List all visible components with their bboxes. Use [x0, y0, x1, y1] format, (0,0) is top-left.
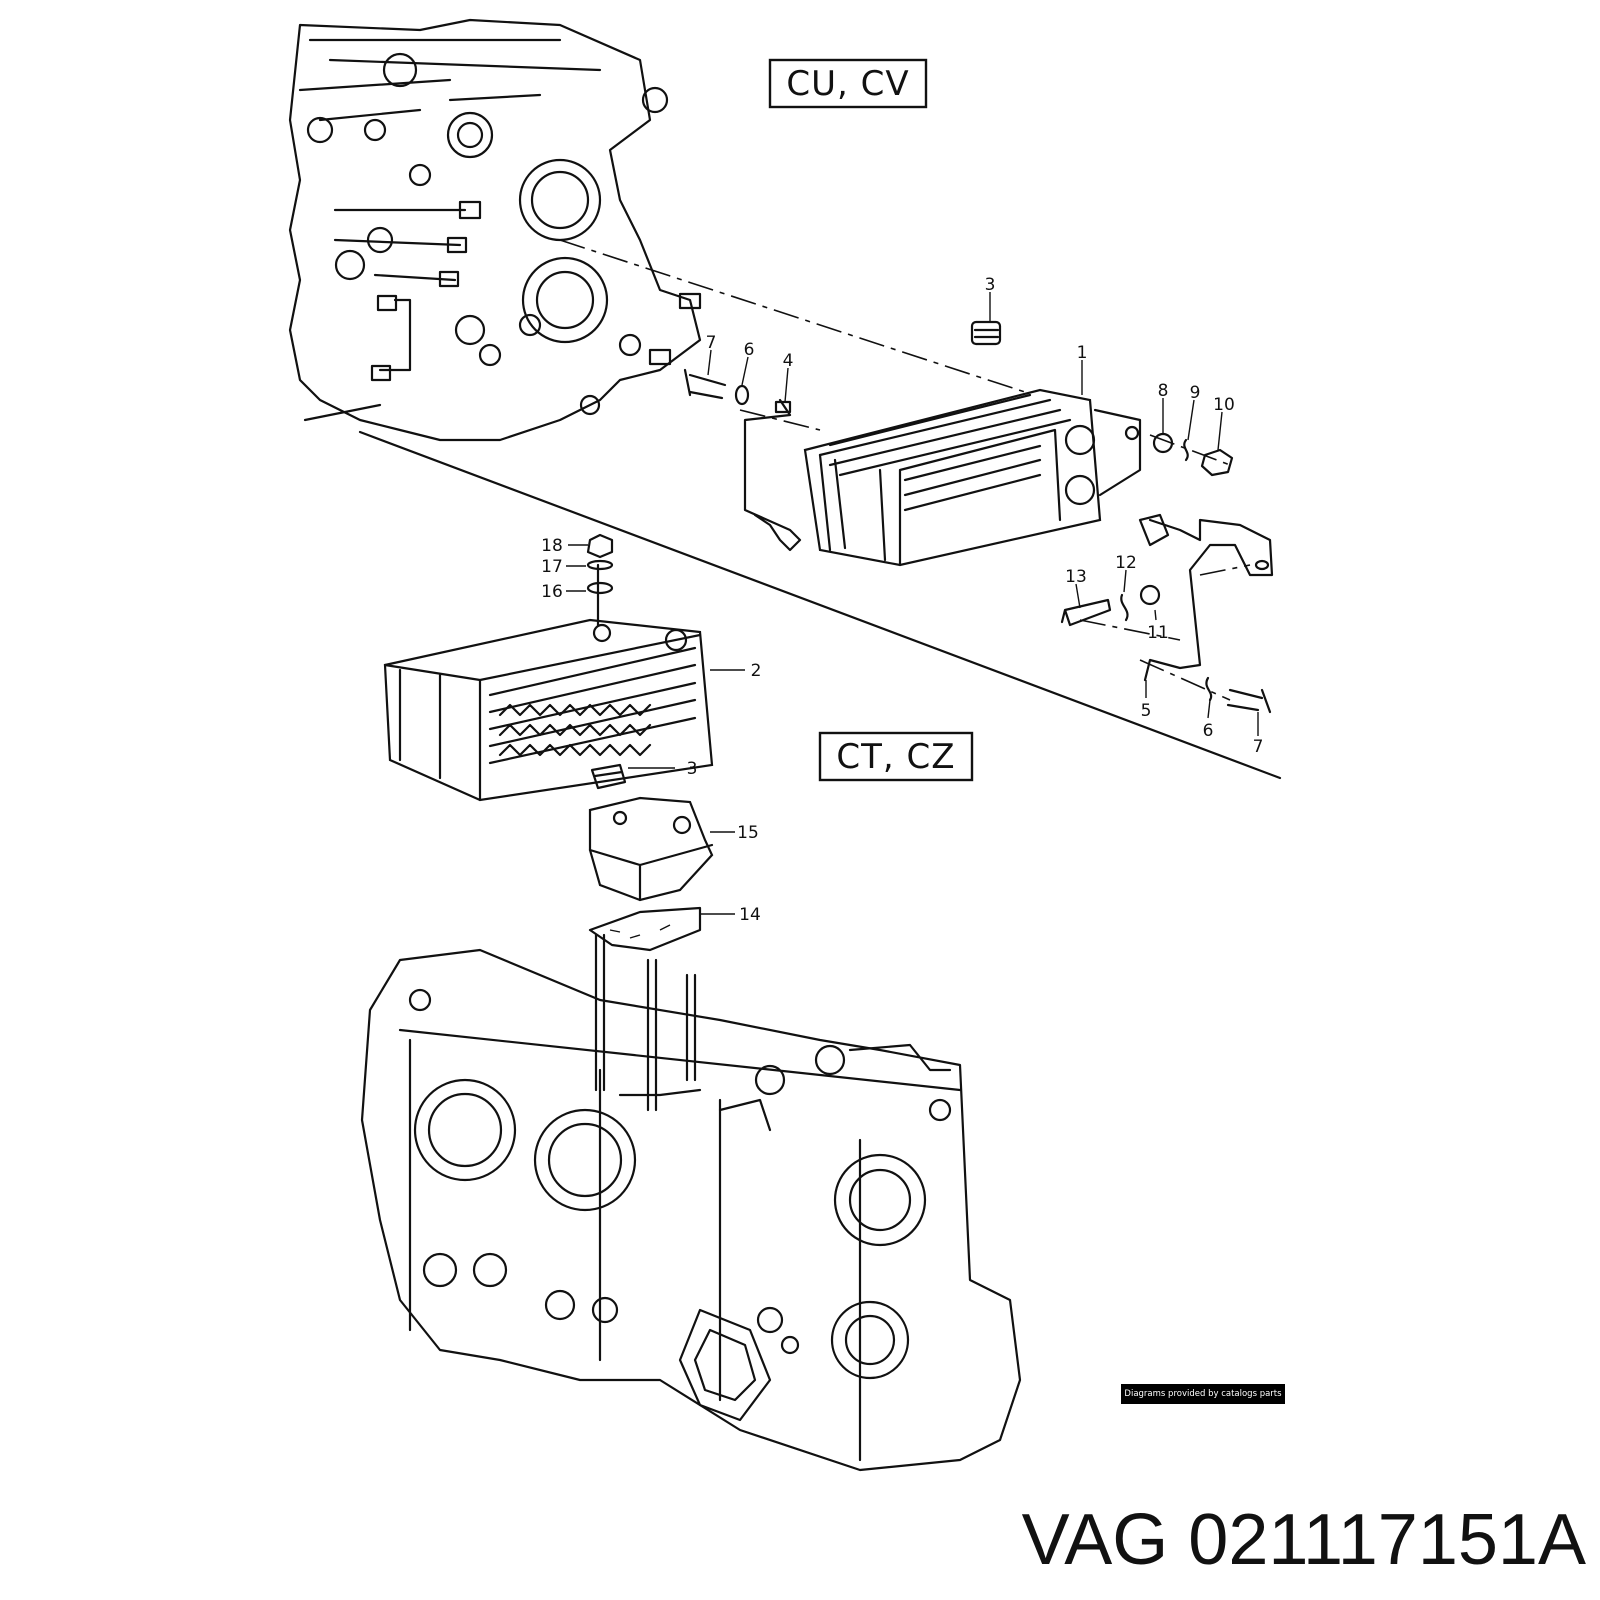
variant-label-upper: CU, CV: [768, 58, 928, 109]
callout-12: 12: [1115, 553, 1137, 573]
gasket-14: [588, 906, 702, 952]
bolt-7-upper: [683, 368, 727, 400]
spring-washer-12: [1120, 593, 1129, 622]
diagram-credit-badge: Diagrams provided by catalogs parts: [1121, 1384, 1285, 1404]
rubber-mount-3-lower: [590, 763, 627, 790]
nut-18: [586, 533, 614, 559]
callout-1: 1: [1077, 343, 1088, 363]
nut-10: [1200, 448, 1234, 477]
callout-15: 15: [737, 823, 759, 843]
long-stud: [646, 958, 658, 1112]
long-stud: [594, 933, 606, 1092]
callout-4: 4: [783, 351, 794, 371]
assembly-axis-line: [559, 239, 1081, 411]
part-number-title: VAG 021117151A: [1021, 1500, 1586, 1580]
spring-washer-17: [586, 559, 614, 571]
rubber-mount-3-upper: [970, 320, 1002, 346]
long-stud: [685, 973, 697, 1082]
callout-17: 17: [541, 557, 563, 577]
oil-cooler-1: [803, 388, 1142, 567]
callout-11: 11: [1147, 623, 1169, 643]
callout-numbers: 3 1 4 6 7 8 9 10 12 13 11 5 6 7 18 17 16…: [541, 275, 1263, 925]
callout-14: 14: [739, 905, 761, 925]
assembly-axis-line: [1079, 619, 1181, 641]
oil-cooler-2: [383, 618, 714, 802]
spring-washer-6-lower: [1205, 676, 1213, 702]
callout-3-lower: 3: [687, 759, 698, 779]
callout-leaders: [566, 292, 1259, 915]
bolt-13: [1060, 598, 1112, 627]
section-divider: [358, 430, 1282, 780]
lower-engine-block: [360, 948, 1022, 1472]
variant-label-lower: CT, CZ: [818, 731, 974, 782]
variant-label-lower-text: CT, CZ: [836, 737, 955, 777]
callout-6-upper: 6: [744, 340, 755, 360]
callout-9: 9: [1190, 383, 1201, 403]
callout-5: 5: [1141, 701, 1152, 721]
callout-13: 13: [1065, 567, 1087, 587]
bolt-7-lower: [1226, 688, 1272, 714]
callout-3-upper: 3: [985, 275, 996, 295]
assembly-axis-line: [739, 409, 821, 431]
bracket-5: [1143, 518, 1274, 682]
upper-engine-block: [288, 18, 702, 442]
callout-7-upper: 7: [706, 333, 717, 353]
callout-7-lower: 7: [1253, 737, 1264, 757]
washer-6-upper: [734, 384, 750, 406]
callout-2: 2: [751, 661, 762, 681]
assembly-axis-line: [1199, 564, 1251, 576]
callout-8: 8: [1158, 381, 1169, 401]
callout-16: 16: [541, 582, 563, 602]
washer-11: [1139, 584, 1161, 606]
assembly-axis-line: [1149, 434, 1231, 466]
assembly-axis-line: [1139, 659, 1231, 701]
callout-10: 10: [1213, 395, 1235, 415]
callout-18: 18: [541, 536, 563, 556]
bracket-4: [743, 398, 802, 552]
spring-washer-9: [1183, 438, 1189, 462]
callout-6-lower: 6: [1203, 721, 1214, 741]
washer-16: [586, 581, 614, 595]
variant-label-upper-text: CU, CV: [786, 64, 909, 104]
